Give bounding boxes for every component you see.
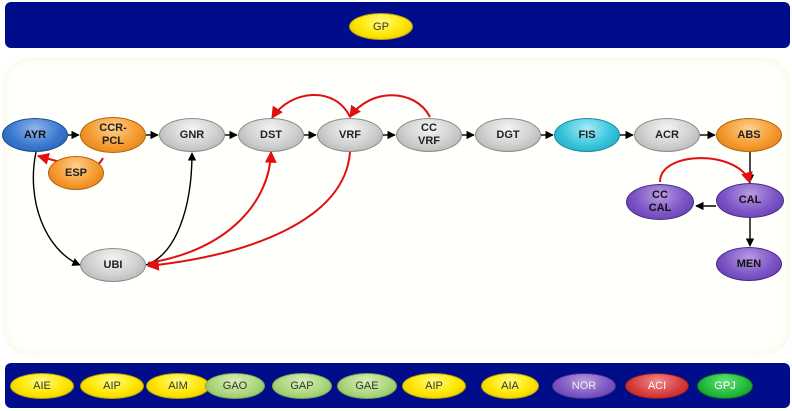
node-ubi[interactable]: UBI: [80, 248, 146, 282]
legend-item-aia[interactable]: AIA: [481, 373, 539, 399]
legend-item-aci[interactable]: ACI: [625, 373, 689, 399]
edge-vrf-dst: [271, 93, 351, 120]
node-dgt[interactable]: DGT: [475, 118, 541, 152]
node-fis[interactable]: FIS: [554, 118, 620, 152]
node-cal[interactable]: CAL: [716, 183, 784, 218]
node-ccr-pcl[interactable]: CCR- PCL: [80, 117, 146, 153]
edge-ayr-ubi: [32, 151, 81, 266]
node-gnr[interactable]: GNR: [159, 118, 225, 152]
legend-item-gap[interactable]: GAP: [272, 373, 332, 399]
node-vrf[interactable]: VRF: [317, 118, 383, 152]
node-men[interactable]: MEN: [716, 247, 782, 281]
header-badge-gp[interactable]: GP: [349, 13, 413, 40]
edge-ccvrf-vrf: [349, 94, 431, 118]
node-abs[interactable]: ABS: [716, 118, 782, 152]
legend-item-gpj[interactable]: GPJ: [697, 373, 753, 399]
edge-vrf-ubi: [146, 151, 351, 271]
edge-ubi-gnr: [145, 152, 197, 266]
legend-item-nor[interactable]: NOR: [552, 373, 616, 399]
node-ayr[interactable]: AYR: [2, 118, 68, 152]
edge-ubi-dst: [147, 150, 277, 264]
legend-item-gae[interactable]: GAE: [337, 373, 397, 399]
feedback-edges: [36, 93, 753, 271]
legend-item-gao[interactable]: GAO: [205, 373, 265, 399]
node-esp[interactable]: ESP: [48, 156, 104, 190]
node-cc-vrf[interactable]: CC VRF: [396, 118, 462, 152]
legend-item-aim[interactable]: AIM: [146, 373, 210, 399]
legend-item-aip[interactable]: AIP: [402, 373, 466, 399]
legend-item-aip[interactable]: AIP: [80, 373, 144, 399]
node-dst[interactable]: DST: [238, 118, 304, 152]
node-cc-cal[interactable]: CC CAL: [626, 184, 694, 220]
edge-cccal-cal: [659, 157, 753, 185]
node-acr[interactable]: ACR: [634, 118, 700, 152]
legend-item-aie[interactable]: AIE: [10, 373, 74, 399]
